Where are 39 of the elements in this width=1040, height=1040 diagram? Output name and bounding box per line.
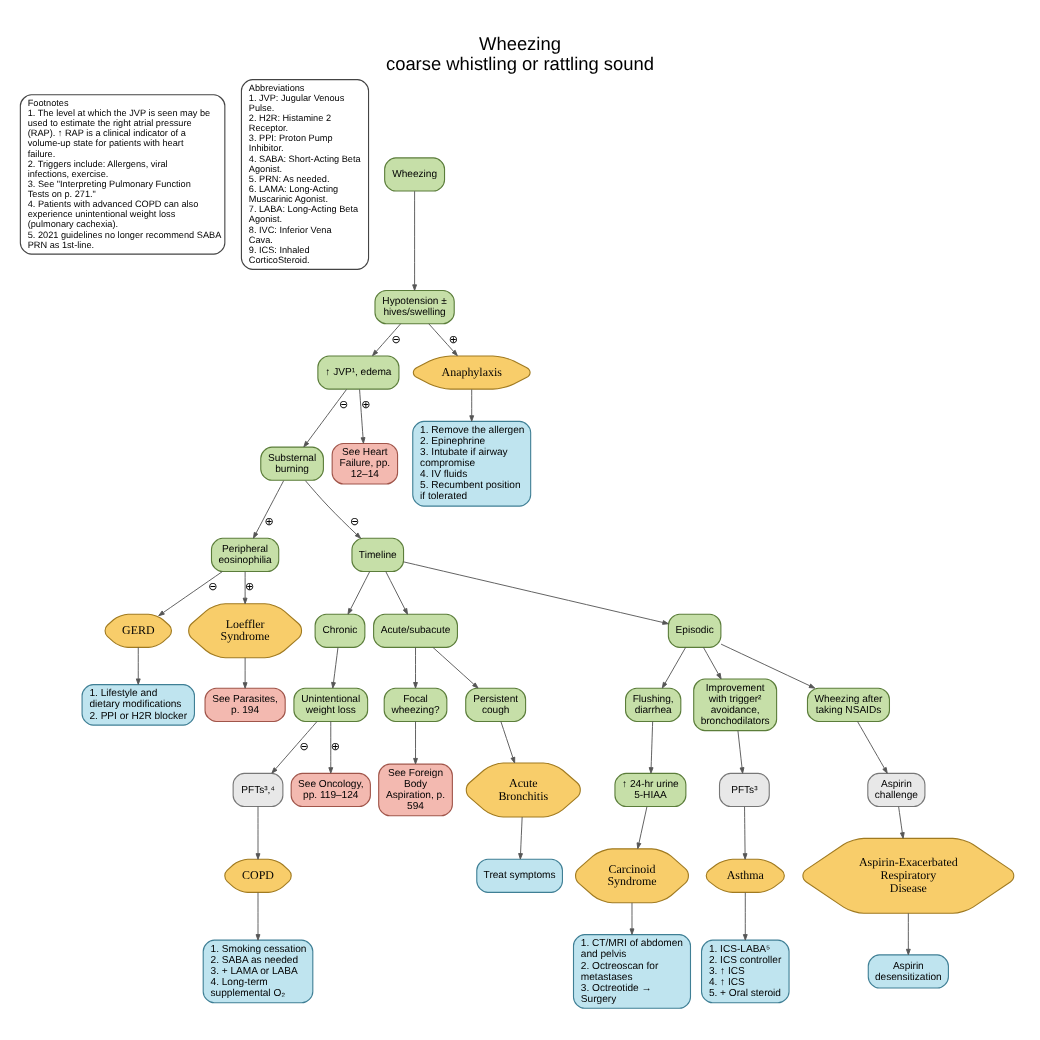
arrow [242,571,248,605]
arrow [428,323,458,357]
arrow [412,190,417,291]
arrow [271,720,318,774]
arrow [255,806,261,860]
arrow [500,720,516,764]
arrow [359,388,366,444]
arrow [135,646,141,685]
arrow [303,388,347,448]
arrow [372,323,402,357]
arrow [742,806,748,860]
arrow [158,571,223,617]
arrow [648,720,654,774]
arrow [661,646,687,689]
arrow [432,646,479,689]
arrow [898,806,905,839]
arrow [328,720,334,774]
arrow [905,912,911,956]
arrow [720,643,816,689]
arrow [702,646,722,680]
caption: coarse whistling or rattling sound [385,54,655,75]
arrow [403,561,669,625]
arrow [385,571,408,615]
arrow [347,571,371,615]
arrow [636,806,648,850]
arrow [253,480,285,539]
arrow [629,902,635,935]
arrow [304,480,362,539]
arrow [413,646,418,689]
arrow [737,730,745,774]
arrow [255,892,261,941]
arrow [518,816,523,860]
diagram-title: Wheezing [479,34,561,55]
arrow [242,657,248,689]
arrow [331,646,339,689]
arrow [413,720,418,765]
arrow [742,892,748,941]
arrow [469,388,475,422]
arrow [857,720,888,774]
